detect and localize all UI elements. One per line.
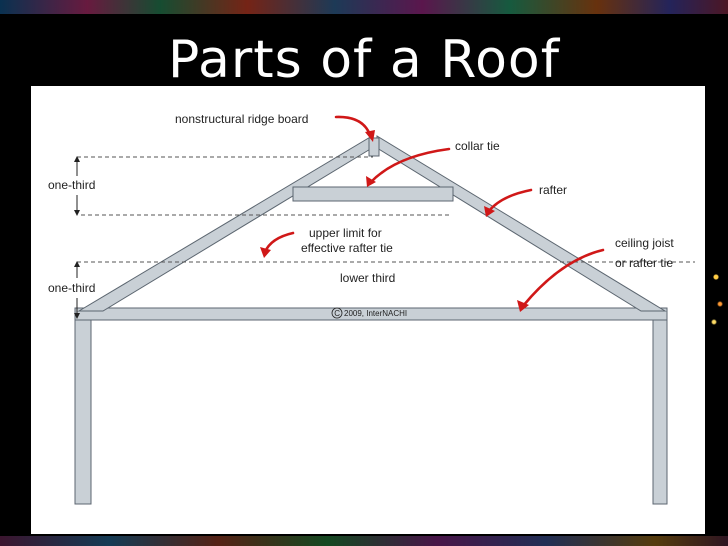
- upper-limit-arrowhead: [260, 247, 271, 258]
- dim-bottom-arrow-up: [74, 261, 80, 267]
- right-wall-post: [652, 317, 668, 505]
- label-ridge-board: nonstructural ridge board: [175, 112, 308, 126]
- decorative-lights: [708, 250, 728, 340]
- copyright-text: 2009, InterNACHI: [344, 309, 407, 318]
- right-rafter: [376, 135, 667, 312]
- decorative-top-strip: [0, 0, 728, 14]
- label-one-third-top: one-third: [48, 178, 95, 192]
- ceiling-joist-arrowhead: [517, 300, 529, 312]
- decorative-top-fade: [0, 14, 728, 34]
- left-rafter: [77, 135, 373, 312]
- upper-limit-arrow: [263, 231, 295, 254]
- label-upper-limit-1: upper limit for: [309, 226, 382, 240]
- label-collar-tie: collar tie: [455, 139, 500, 153]
- label-rafter: rafter: [539, 183, 567, 197]
- ridge-board-arrow: [334, 115, 372, 137]
- label-ceiling-joist-2: or rafter tie: [615, 256, 673, 270]
- left-wall-post: [74, 317, 92, 505]
- ridge-board-arrowhead: [365, 130, 375, 142]
- rafter-arrow: [487, 188, 533, 213]
- copyright-symbol: C: [334, 309, 340, 318]
- roof-diagram-panel: nonstructural ridge board collar tie raf…: [31, 86, 705, 534]
- label-lower-third: lower third: [340, 271, 395, 285]
- slide-title: Parts of a Roof: [167, 30, 561, 90]
- dim-top-arrow-down: [74, 210, 80, 216]
- decorative-bottom-strip: [0, 536, 728, 546]
- label-ceiling-joist-1: ceiling joist: [615, 236, 674, 250]
- ceiling-joist-arrow: [521, 248, 605, 308]
- collar-tie-arrow: [369, 147, 451, 184]
- rafter-arrowhead: [484, 206, 495, 217]
- collar-tie: [292, 186, 454, 202]
- dim-bottom-arrow-down: [74, 313, 80, 319]
- copyright-circle: [331, 307, 343, 319]
- dim-top-arrow-up: [74, 156, 80, 162]
- ridge-board: [368, 137, 380, 157]
- label-one-third-bottom: one-third: [48, 281, 95, 295]
- label-upper-limit-2: effective rafter tie: [301, 241, 393, 255]
- collar-tie-arrowhead: [366, 176, 376, 187]
- roof-diagram: nonstructural ridge board collar tie raf…: [48, 112, 695, 505]
